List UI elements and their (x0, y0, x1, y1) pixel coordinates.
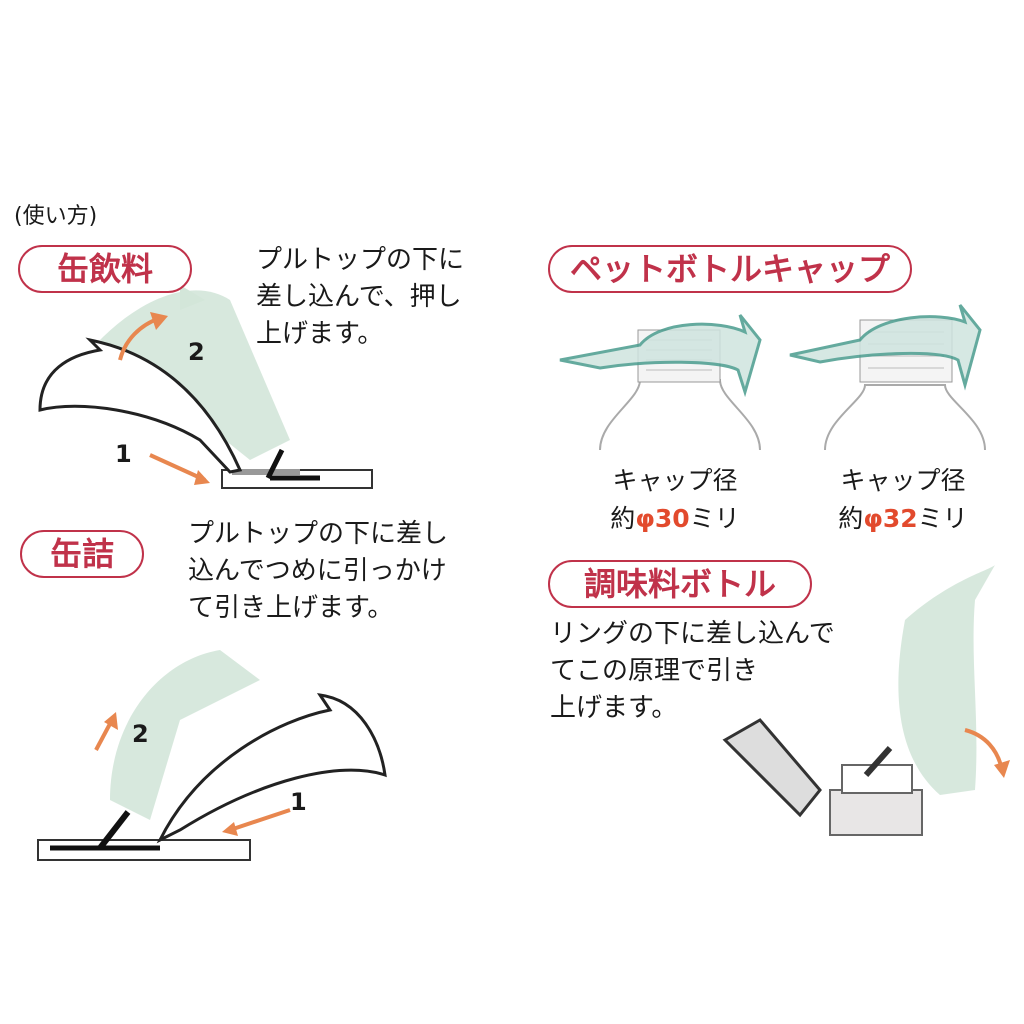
can-drink-description: プルトップの下に 差し込んで、押し 上げます。 (256, 245, 465, 349)
cap-size-30-prefix: 約 (610, 504, 636, 533)
seasoning-bottle-description: リングの下に差し込んで てこの原理で引き 上げます。 (550, 619, 835, 723)
cap-size-30: キャップ径 約φ30ミリ (590, 462, 760, 538)
can-drink-step-2: 2 (188, 338, 205, 366)
opener-tool-2 (156, 693, 387, 844)
cap-tool-32 (789, 304, 982, 391)
canned-food-label: 缶詰 (20, 530, 144, 578)
cap-size-32-unit: ミリ (917, 504, 968, 533)
opener-tool (38, 337, 243, 474)
motion-trail-1 (100, 290, 290, 460)
cap-size-32: キャップ径 約φ32ミリ (818, 462, 988, 538)
motion-trail-3 (898, 565, 995, 795)
canned-food-step-2: 2 (132, 720, 149, 748)
bottle-32 (824, 384, 986, 451)
cap-size-32-line1: キャップ径 (840, 466, 966, 495)
cap-size-32-line2: 約φ32ミリ (818, 500, 988, 538)
cap-size-30-line2: 約φ30ミリ (590, 500, 760, 538)
arrow-1 (149, 453, 206, 482)
cap-size-30-line1: キャップ径 (612, 466, 738, 495)
arrow-1b (229, 808, 291, 832)
canned-food-description: プルトップの下に差し 込んでつめに引っかけ て引き上げます。 (188, 519, 449, 623)
pull-tab (265, 448, 320, 481)
usage-heading: (使い方) (14, 204, 98, 229)
cap-size-32-value: φ32 (863, 504, 918, 533)
motion-trail-2 (110, 650, 260, 820)
cap-tool-30 (559, 314, 762, 398)
bottle-lid (722, 718, 822, 818)
cap-size-30-value: φ30 (635, 504, 690, 533)
can-drink-label: 缶飲料 (18, 245, 192, 293)
canned-food-illustration (37, 650, 387, 861)
cap-size-32-prefix: 約 (838, 504, 864, 533)
can-drink-illustration (38, 285, 373, 489)
can-drink-step-1: 1 (115, 440, 132, 468)
bottle-body (829, 789, 923, 836)
cap-size-30-unit: ミリ (689, 504, 740, 533)
seasoning-bottle-label: 調味料ボトル (548, 560, 812, 608)
seasoning-bottle-illustration (722, 565, 1010, 836)
bottle-30 (599, 379, 761, 451)
canned-food-step-1: 1 (290, 788, 307, 816)
pet-bottle-illustration (559, 304, 986, 451)
pet-bottle-cap-label: ペットボトルキャップ (548, 245, 912, 293)
